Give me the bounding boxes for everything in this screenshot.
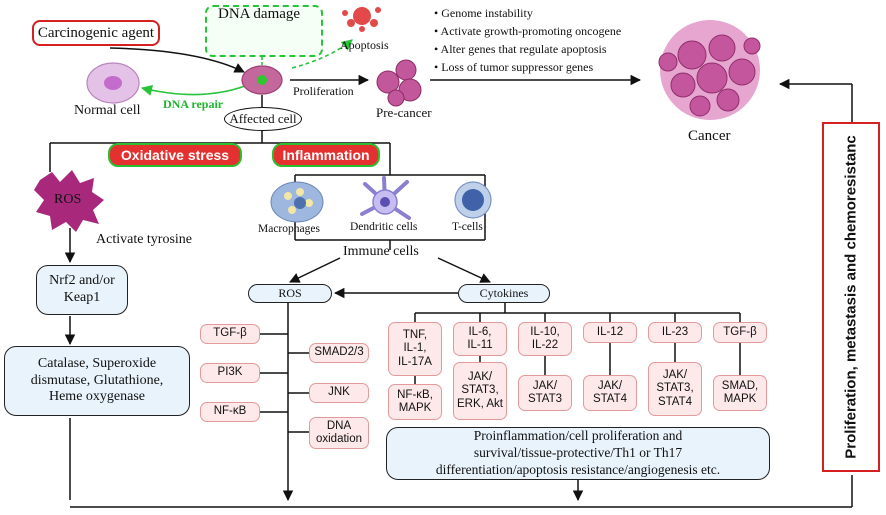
cancer-label: Cancer bbox=[688, 128, 731, 144]
side-outcome-box: Proliferation, metastasis and chemoresis… bbox=[822, 122, 880, 472]
mechanism-list: • Genome instability • Activate growth-p… bbox=[434, 4, 674, 76]
t-cell-icon bbox=[454, 181, 492, 219]
nrf2-keap1-box: Nrf2 and/or Keap1 bbox=[36, 265, 128, 315]
pre-cancer-cells-icon bbox=[376, 59, 422, 107]
dna-damage-label: DNA damage bbox=[218, 6, 301, 22]
damaged-cell-icon bbox=[241, 65, 283, 95]
carcinogenic-agent-label: Carcinogenic agent bbox=[37, 24, 155, 41]
tgf-beta-box: TGF-β bbox=[200, 324, 260, 344]
cytokine-top-il12: IL-12 bbox=[583, 322, 637, 343]
affected-cell-node: Affected cell bbox=[224, 107, 302, 131]
ros-node: ROS bbox=[248, 284, 332, 303]
cytokine-top-tnf: TNF, IL-1, IL-17A bbox=[388, 322, 442, 376]
carcinogenic-agent-box: Carcinogenic agent bbox=[32, 20, 160, 46]
jnk-box: JNK bbox=[309, 383, 369, 403]
t-cells-label: T-cells bbox=[452, 221, 483, 233]
ros-splat-icon bbox=[34, 170, 104, 232]
affected-cell-label: Affected cell bbox=[229, 111, 297, 126]
antioxidant-enzymes-box: Catalase, Superoxide dismutase, Glutathi… bbox=[4, 346, 190, 416]
pi3k-box: PI3K bbox=[200, 363, 260, 383]
oxidative-stress-pill: Oxidative stress bbox=[108, 143, 242, 167]
cytokine-bottom-nfkb: NF-κB, MAPK bbox=[388, 384, 442, 420]
side-outcome-label: Proliferation, metastasis and chemoresis… bbox=[842, 135, 860, 459]
outcome-box: Proinflammation/cell proliferation and s… bbox=[386, 427, 770, 480]
mechanism-item: • Alter genes that regulate apoptosis bbox=[434, 42, 607, 56]
normal-cell-icon bbox=[86, 62, 140, 104]
mechanism-item: • Genome instability bbox=[434, 6, 533, 20]
dna-repair-label: DNA repair bbox=[163, 97, 224, 111]
normal-cell-label: Normal cell bbox=[74, 103, 141, 118]
dna-oxidation-box: DNA oxidation bbox=[309, 417, 369, 449]
nf-kb-box: NF-κB bbox=[200, 402, 260, 422]
immune-cells-label: Immune cells bbox=[343, 244, 419, 259]
pre-cancer-label: Pre-cancer bbox=[376, 105, 432, 120]
dendritic-cells-label: Dendritic cells bbox=[350, 221, 418, 233]
cytokine-bottom-jak-erk: JAK/ STAT3, ERK, Akt bbox=[453, 362, 507, 420]
cytokine-bottom-jak-stat34: JAK/ STAT3, STAT4 bbox=[648, 362, 702, 416]
cytokine-bottom-jak-stat4: JAK/ STAT4 bbox=[583, 375, 637, 411]
inflammation-pill: Inflammation bbox=[272, 143, 380, 167]
macrophages-label: Macrophages bbox=[258, 223, 320, 235]
apoptosis-icon bbox=[342, 7, 381, 32]
cytokine-bottom-smad-mapk: SMAD, MAPK bbox=[713, 375, 767, 411]
macrophage-icon bbox=[270, 181, 324, 223]
mechanism-item: • Loss of tumor suppressor genes bbox=[434, 60, 594, 74]
activate-tyrosine-label: Activate tyrosine bbox=[96, 232, 193, 247]
ros-node-label: ROS bbox=[278, 286, 302, 301]
cytokine-top-il6: IL-6, IL-11 bbox=[453, 322, 507, 356]
cancer-tumor-icon bbox=[658, 20, 761, 120]
cytokines-node: Cytokines bbox=[458, 284, 550, 303]
oxidative-stress-label: Oxidative stress bbox=[120, 147, 230, 163]
cytokine-bottom-jak-stat3: JAK/ STAT3 bbox=[518, 375, 572, 411]
proliferation-label: Proliferation bbox=[293, 84, 354, 98]
ros-splat-label: ROS bbox=[54, 192, 82, 207]
smad23-box: SMAD2/3 bbox=[309, 343, 369, 363]
dendritic-cell-icon bbox=[360, 176, 411, 220]
inflammation-label: Inflammation bbox=[282, 147, 370, 163]
cytokine-top-il10: IL-10, IL-22 bbox=[518, 322, 572, 356]
cytokines-node-label: Cytokines bbox=[479, 286, 529, 301]
dna-damage-box bbox=[205, 5, 323, 57]
cytokine-top-tgfb: TGF-β bbox=[713, 322, 767, 343]
apoptosis-label: Apoptosis bbox=[340, 38, 389, 52]
cytokine-top-il23: IL-23 bbox=[648, 322, 702, 343]
mechanism-item: • Activate growth-promoting oncogene bbox=[434, 24, 622, 38]
